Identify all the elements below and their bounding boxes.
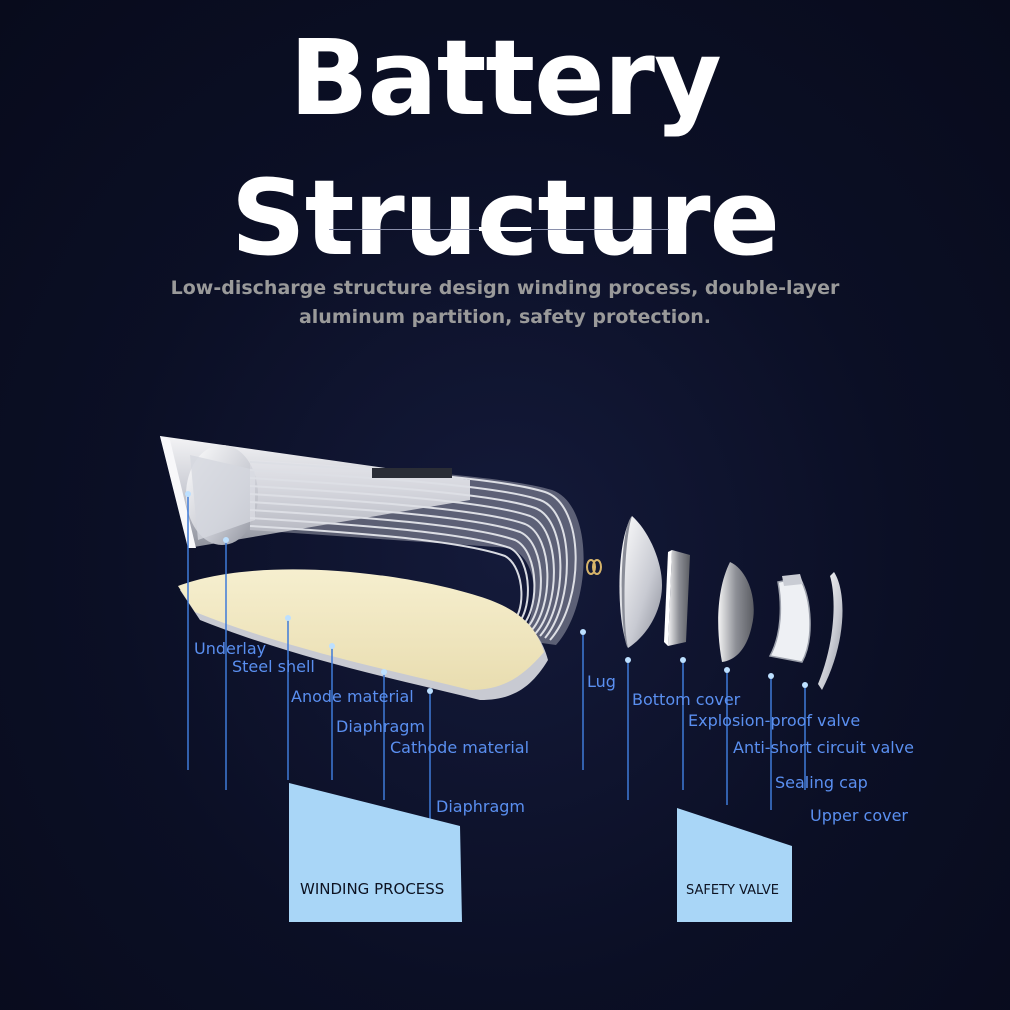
title-divider-accent: [479, 227, 531, 231]
leader-dots: [185, 491, 808, 694]
label-sealing-cap: Sealing cap: [775, 773, 868, 792]
subtitle-line-2: aluminum partition, safety protection.: [298, 306, 712, 328]
leader-lines: [187, 494, 806, 830]
upper-cover: [818, 572, 843, 690]
label-lug: Lug: [587, 672, 616, 691]
label-diaphragm-1: Diaphragm: [336, 717, 425, 736]
unrolled-sheet: [178, 569, 548, 700]
anti-short-circuit-valve: [718, 562, 754, 662]
bottom-cover: [619, 516, 662, 648]
label-explosion-proof-valve: Explosion-proof valve: [688, 711, 861, 730]
wound-layers: [249, 461, 577, 641]
label-underlay: Underlay: [194, 639, 267, 658]
steel-shell: [160, 436, 470, 548]
safety-valve-caption: SAFETY VALVE: [686, 883, 779, 898]
label-anti-short-circuit-valve: Anti-short circuit valve: [733, 738, 915, 757]
label-diaphragm-2: Diaphragm: [436, 797, 525, 816]
lug-spring: [586, 559, 602, 575]
winding-process-caption: WINDING PROCESS: [300, 880, 445, 898]
tab-slot: [372, 468, 452, 478]
label-anode-material: Anode material: [291, 687, 414, 706]
label-upper-cover: Upper cover: [810, 806, 909, 825]
label-steel-shell: Steel shell: [232, 657, 315, 676]
winding-process-panel: [289, 783, 462, 922]
label-cathode-material: Cathode material: [390, 738, 530, 757]
page-title: Battery Structure: [230, 17, 780, 279]
label-bottom-cover: Bottom cover: [632, 690, 741, 709]
safety-valve-panel: [677, 808, 792, 922]
subtitle: Low-discharge structure design winding p…: [130, 274, 880, 332]
subtitle-line-1: Low-discharge structure design winding p…: [170, 277, 840, 299]
sealing-cap: [768, 574, 811, 663]
explosion-proof-valve: [664, 550, 690, 646]
